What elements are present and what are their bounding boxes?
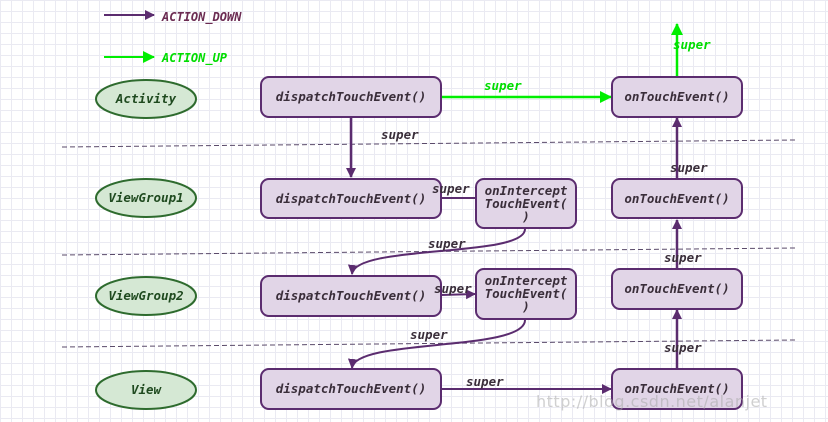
label-vg2-intercept-down: super	[410, 327, 448, 342]
label-act-up-out: super	[673, 37, 711, 52]
layer-viewgroup1-label: ViewGroup1	[108, 190, 183, 205]
layer-view: View	[95, 370, 197, 410]
label-act-down: super	[381, 127, 419, 142]
arrow-vg2-intercept-down	[347, 319, 526, 369]
separator-2	[61, 247, 796, 256]
layer-viewgroup2-label: ViewGroup2	[108, 288, 183, 303]
box-vg1-dispatch-label: dispatchTouchEvent()	[276, 191, 427, 206]
box-vg1-ontouch-label: onTouchEvent()	[624, 191, 729, 206]
box-vg1-intercept-line1: onIntercept	[485, 183, 568, 198]
legend: ACTION_DOWN ACTION_UP	[104, 10, 242, 66]
box-vg2-ontouch-label: onTouchEvent()	[624, 281, 729, 296]
legend-up-label: ACTION_UP	[161, 51, 228, 66]
box-vg1-intercept-line2: TouchEvent(	[485, 196, 568, 211]
box-view-ontouch-label: onTouchEvent()	[624, 381, 729, 396]
layer-activity: Activity	[95, 79, 197, 119]
layer-viewgroup2: ViewGroup2	[95, 276, 197, 316]
arrow-vg2-to-intercept	[440, 289, 476, 300]
box-vg2-intercept-line1: onIntercept	[485, 273, 568, 288]
label-view-to-ontouch: super	[466, 374, 504, 389]
label-up-vg1-to-act: super	[670, 160, 708, 175]
label-vg2-to-intercept: super	[434, 281, 472, 296]
box-vg2-ontouch: onTouchEvent()	[611, 268, 743, 310]
label-vg1-intercept-down: super	[428, 236, 466, 251]
label-up-view-to-vg2: super	[664, 340, 702, 355]
box-vg2-intercept: onIntercept TouchEvent( )	[475, 268, 577, 320]
box-view-dispatch: dispatchTouchEvent()	[260, 368, 442, 410]
box-view-dispatch-label: dispatchTouchEvent()	[276, 381, 427, 396]
legend-down-label: ACTION_DOWN	[161, 10, 242, 25]
box-vg1-dispatch: dispatchTouchEvent()	[260, 178, 442, 219]
box-activity-ontouch-label: onTouchEvent()	[624, 89, 729, 104]
label-vg1-to-intercept: super	[432, 181, 470, 196]
separator-1	[61, 139, 796, 148]
watermark: http://blog.csdn.net/alanjet	[536, 392, 768, 411]
box-vg2-dispatch-label: dispatchTouchEvent()	[276, 288, 427, 303]
layer-viewgroup1: ViewGroup1	[95, 178, 197, 218]
box-vg2-intercept-line3: )	[522, 299, 530, 314]
box-activity-dispatch: dispatchTouchEvent()	[260, 76, 442, 118]
box-vg2-dispatch: dispatchTouchEvent()	[260, 275, 442, 317]
box-vg1-ontouch: onTouchEvent()	[611, 178, 743, 219]
arrow-vg1-intercept-down	[347, 228, 526, 275]
box-activity-dispatch-label: dispatchTouchEvent()	[276, 89, 427, 104]
separator-3	[61, 339, 796, 348]
layer-activity-label: Activity	[115, 91, 177, 106]
box-vg1-intercept: onIntercept TouchEvent( )	[475, 178, 577, 229]
label-act-to-ontouch: super	[484, 78, 522, 93]
box-activity-ontouch: onTouchEvent()	[611, 76, 743, 118]
box-vg1-intercept-line3: )	[522, 209, 530, 224]
box-vg2-intercept-line2: TouchEvent(	[485, 286, 568, 301]
box-view-ontouch: onTouchEvent()	[611, 368, 743, 410]
label-up-vg2-to-vg1: super	[664, 250, 702, 265]
layer-view-label: View	[131, 382, 163, 397]
